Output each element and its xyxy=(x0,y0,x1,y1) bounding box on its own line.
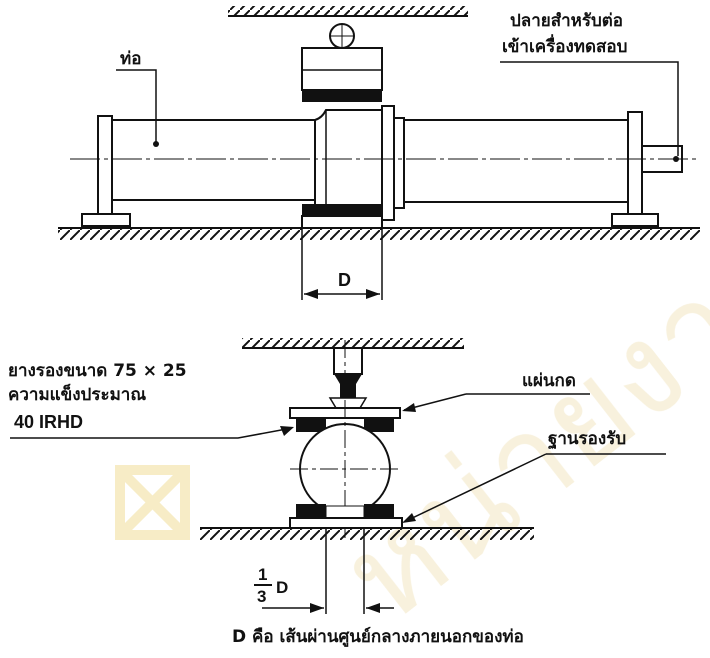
section-ground xyxy=(200,527,534,540)
press-plate-label: แผ่นกด xyxy=(522,371,576,391)
end-connector-label-line1: ปลายสำหรับต่อ xyxy=(510,11,623,31)
rubber-pad-label-line1: ยางรองขนาด 75 × 25 xyxy=(8,361,187,381)
watermark: หน่ายงาน xyxy=(115,193,710,651)
pipe-label: ท่อ xyxy=(120,49,141,69)
press-block-bottom xyxy=(301,204,383,229)
section-press-rod xyxy=(328,347,368,409)
caption: D คือ เส้นผ่านศูนย์กลางภายนอกของท่อ xyxy=(232,626,524,648)
rubber-pad-bottom-right xyxy=(364,504,394,518)
end-connector-leader xyxy=(500,61,679,156)
third-d-denominator: 3 xyxy=(257,587,266,606)
rubber-pad-leader xyxy=(10,427,293,439)
support-base xyxy=(289,517,403,529)
support-base-leader xyxy=(403,453,547,523)
rubber-pad-top-left xyxy=(296,418,326,432)
rubber-pad-bottom-gap xyxy=(325,505,365,519)
section-ceiling xyxy=(242,338,464,349)
pipe-body xyxy=(70,105,700,227)
top-ground xyxy=(58,227,700,240)
third-d-symbol: D xyxy=(276,578,288,597)
rubber-pad-top-right xyxy=(364,418,394,432)
third-d-numerator: 1 xyxy=(258,565,267,584)
dimension-d-label: D xyxy=(338,270,351,290)
top-ceiling xyxy=(228,6,468,17)
pipe-leader xyxy=(116,69,157,144)
press-block-top xyxy=(301,47,383,102)
rubber-pad-label-line2: ความแข็งประมาณ xyxy=(8,382,146,405)
rubber-pad-bottom-left xyxy=(296,504,326,518)
support-base-label: ฐานรองรับ xyxy=(548,429,626,450)
load-ball xyxy=(329,23,355,49)
third-d-dimension xyxy=(262,528,394,614)
dimension-d xyxy=(301,228,383,300)
end-connector-label-line2: เข้าเครื่องทดสอบ xyxy=(502,34,627,57)
rubber-pad-label-line3: 40 IRHD xyxy=(14,412,83,432)
